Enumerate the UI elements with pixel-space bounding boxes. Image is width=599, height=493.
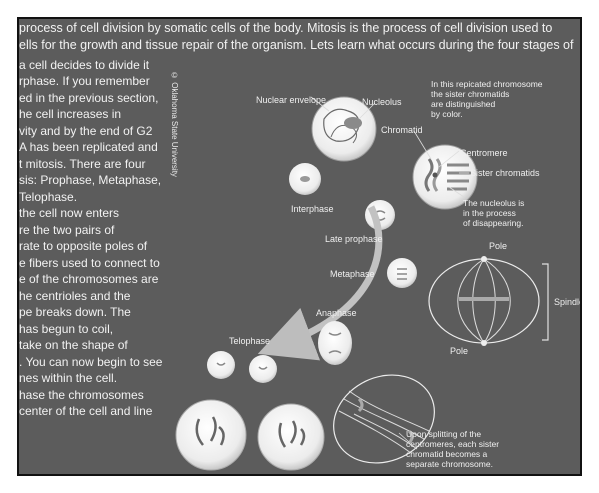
- label-centromere: Centromere: [460, 148, 508, 158]
- label-chromatid: Chromatid: [381, 125, 423, 135]
- label-nuclear-envelope: Nuclear envelope: [256, 95, 326, 105]
- label-pole-bottom: Pole: [450, 346, 468, 356]
- daughter-cell-right: [258, 404, 324, 470]
- anaphase-cell: [318, 321, 352, 365]
- label-chromosome-note: In this repicated chromosome the sister …: [431, 79, 545, 119]
- label-metaphase: Metaphase: [330, 269, 375, 279]
- label-splitting-note: Upon splitting of the centromeres, each …: [406, 429, 501, 469]
- slide-frame: process of cell division by somatic cell…: [17, 17, 582, 476]
- spindle-cell: [429, 256, 539, 346]
- label-sister-chromatids: Sister chromatids: [470, 168, 540, 178]
- mitosis-diagram: Nuclear envelope Nucleolus In this repic…: [19, 19, 580, 474]
- label-nucleolus-note: The nucleolus is in the process of disap…: [463, 198, 527, 228]
- metaphase-cell: [387, 258, 417, 288]
- label-late-prophase: Late prophase: [325, 234, 383, 244]
- daughter-cell-left: [176, 400, 246, 470]
- label-nucleolus: Nucleolus: [362, 97, 402, 107]
- label-pole-top: Pole: [489, 241, 507, 251]
- spindle-bracket: [542, 264, 548, 340]
- label-telophase: Telophase: [229, 336, 270, 346]
- label-spindle: Spindle: [554, 297, 580, 307]
- label-anaphase: Anaphase: [316, 308, 357, 318]
- label-interphase: Interphase: [291, 204, 334, 214]
